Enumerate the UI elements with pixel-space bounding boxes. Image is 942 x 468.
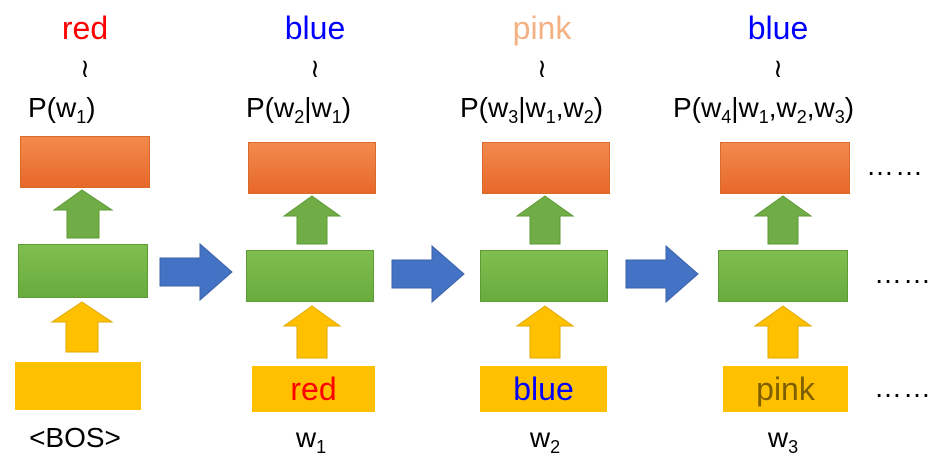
- input-box-3: blue: [480, 366, 607, 412]
- output-layer-2: [248, 142, 376, 194]
- probability-label-1: P(w1): [28, 92, 96, 127]
- input-box-2: red: [252, 366, 375, 412]
- up-arrow-green-4: [753, 195, 813, 245]
- ellipsis-hidden: ……: [874, 258, 932, 289]
- input-token-2: w1: [295, 422, 327, 457]
- input-box-4: pink: [723, 366, 848, 412]
- up-arrow-green-2: [282, 195, 342, 245]
- output-layer-3: [482, 142, 610, 194]
- up-arrow-green-1: [52, 189, 114, 239]
- output-layer-1: [20, 136, 150, 188]
- output-layer-4: [720, 142, 850, 194]
- output-word-1: red: [61, 10, 109, 46]
- up-arrow-yellow-3: [515, 305, 575, 359]
- input-token-1: <BOS>: [29, 422, 121, 453]
- sample-symbol-3: ≀: [537, 53, 547, 83]
- up-arrow-yellow-1: [50, 301, 114, 353]
- up-arrow-yellow-2: [282, 305, 342, 359]
- sample-symbol-4: ≀: [773, 53, 783, 83]
- probability-label-4: P(w4|w1,w2,w3): [673, 92, 855, 127]
- right-arrow-blue-1: [159, 242, 233, 302]
- input-box-1: [15, 362, 141, 410]
- sample-symbol-2: ≀: [310, 53, 320, 83]
- up-arrow-green-3: [515, 195, 575, 245]
- output-word-2: blue: [284, 10, 346, 46]
- hidden-layer-4: [718, 250, 848, 302]
- hidden-layer-3: [480, 250, 608, 302]
- right-arrow-blue-2: [391, 244, 465, 304]
- input-token-3: w2: [529, 422, 561, 457]
- probability-label-3: P(w3|w1,w2): [460, 92, 604, 127]
- sample-symbol-1: ≀: [80, 53, 90, 83]
- up-arrow-yellow-4: [753, 305, 813, 359]
- output-word-4: blue: [747, 10, 809, 46]
- hidden-layer-1: [18, 244, 148, 298]
- ellipsis-output: ……: [866, 150, 924, 181]
- hidden-layer-2: [246, 250, 374, 302]
- probability-label-2: P(w2|w1): [246, 92, 352, 127]
- input-token-4: w3: [767, 422, 799, 457]
- output-word-3: pink: [512, 10, 572, 46]
- right-arrow-blue-3: [625, 244, 699, 304]
- ellipsis-input: ……: [874, 372, 932, 403]
